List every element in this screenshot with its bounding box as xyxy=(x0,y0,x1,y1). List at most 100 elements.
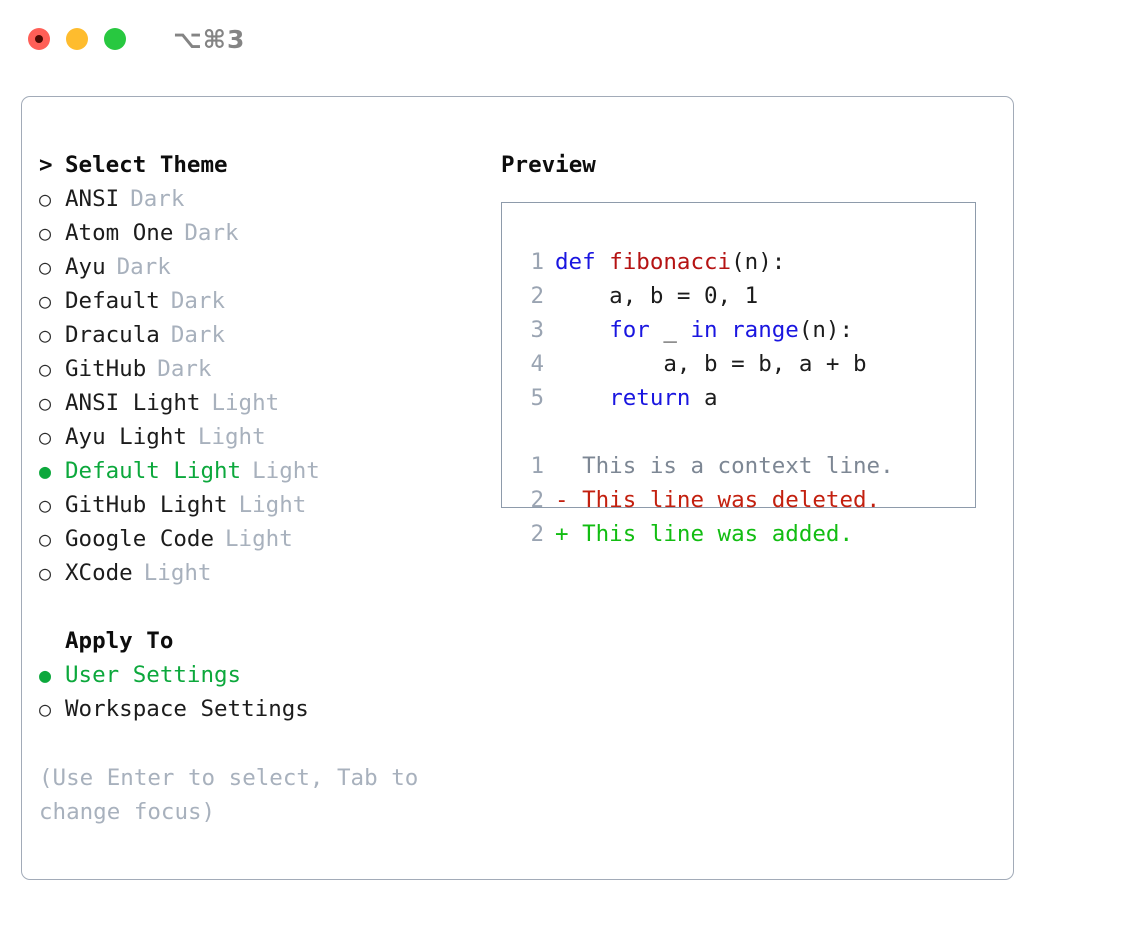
code-line-number: 2 xyxy=(530,283,544,309)
code-token-kw: range xyxy=(731,317,799,343)
diff-line-content: This line was deleted. xyxy=(568,487,881,513)
code-token-kw: in xyxy=(690,317,732,343)
code-token-plain: a, b = b, a + b xyxy=(555,351,867,377)
code-diff-gap xyxy=(514,415,969,449)
code-line-number: 5 xyxy=(530,385,544,411)
code-line: 4 a, b = b, a + b xyxy=(514,347,969,381)
theme-item-label: GitHub Light xyxy=(65,492,228,518)
theme-item-label: ANSI xyxy=(65,186,120,212)
close-button-icon[interactable] xyxy=(28,28,50,50)
radio-unselected-icon: ○ xyxy=(39,357,52,381)
apply-to-item[interactable]: ● User Settings xyxy=(39,658,489,692)
diff-line-text: This is a context line. xyxy=(555,449,894,483)
code-line-text: for _ in range(n): xyxy=(555,313,853,347)
code-line-number: 4 xyxy=(530,351,544,377)
keyboard-hint-text: (Use Enter to select, Tab to change focu… xyxy=(39,765,419,825)
theme-item-label: Ayu Light xyxy=(65,424,187,450)
theme-list-item[interactable]: ○ XCode Light xyxy=(39,556,489,590)
theme-item-variant-tag: Light xyxy=(225,526,293,552)
diff-marker xyxy=(555,453,569,479)
caret-icon: > xyxy=(39,152,53,178)
radio-unselected-icon: ○ xyxy=(39,561,52,585)
apply-to-item-label: Workspace Settings xyxy=(65,696,309,722)
code-line-text: a, b = b, a + b xyxy=(555,347,867,381)
radio-unselected-icon: ○ xyxy=(39,221,52,245)
diff-line-number: 2 xyxy=(530,521,544,547)
select-theme-header-label: Select Theme xyxy=(65,152,228,178)
radio-unselected-icon: ○ xyxy=(39,289,52,313)
code-line: 2 a, b = 0, 1 xyxy=(514,279,969,313)
code-token-kw: for xyxy=(609,317,664,343)
code-line-number: 1 xyxy=(530,249,544,275)
code-token-fn: fibonacci xyxy=(609,249,732,275)
code-token-kw: return xyxy=(609,385,705,411)
theme-item-label: XCode xyxy=(65,560,133,586)
theme-item-label: Dracula xyxy=(65,322,160,348)
preview-title: Preview xyxy=(501,152,596,178)
theme-item-label: Ayu xyxy=(65,254,106,280)
code-token-plain: (n): xyxy=(798,317,854,343)
minimize-button-icon[interactable] xyxy=(66,28,88,50)
code-line-text: return a xyxy=(555,381,717,415)
theme-list-item[interactable]: ○ Google Code Light xyxy=(39,522,489,556)
radio-unselected-icon: ○ xyxy=(39,255,52,279)
maximize-button-icon[interactable] xyxy=(104,28,126,50)
apply-to-header-label: Apply To xyxy=(65,628,174,654)
code-token-plain: _ xyxy=(663,317,691,343)
diff-line-content: This is a context line. xyxy=(568,453,894,479)
diff-line: 1 This is a context line. xyxy=(514,449,969,483)
code-token-plain: a, b = 0, 1 xyxy=(555,283,759,309)
list-spacer xyxy=(39,590,489,624)
theme-item-label: GitHub xyxy=(65,356,147,382)
theme-list-item[interactable]: ○ Dracula Dark xyxy=(39,318,489,352)
diff-line-number: 2 xyxy=(530,487,544,513)
code-line-number: 3 xyxy=(530,317,544,343)
code-line-text: a, b = 0, 1 xyxy=(555,279,758,313)
apply-to-item-label: User Settings xyxy=(65,662,242,688)
radio-unselected-icon: ○ xyxy=(39,493,52,517)
radio-selected-icon: ● xyxy=(39,459,52,483)
apply-to-header: Apply To xyxy=(39,624,489,658)
theme-item-variant-tag: Light xyxy=(143,560,212,586)
code-line: 5 return a xyxy=(514,381,969,415)
theme-item-label: Default xyxy=(65,288,160,314)
theme-item-variant-tag: Dark xyxy=(170,322,226,348)
radio-selected-icon: ● xyxy=(39,663,52,687)
diff-marker: + xyxy=(555,521,569,547)
window-title-shortcut: ⌥⌘3 xyxy=(173,24,246,54)
theme-item-variant-tag: Light xyxy=(197,424,266,450)
select-theme-header: > Select Theme xyxy=(39,148,489,182)
radio-unselected-icon: ○ xyxy=(39,391,52,415)
theme-item-label: Atom One xyxy=(65,220,174,246)
theme-item-label: ANSI Light xyxy=(65,390,201,416)
theme-list-item[interactable]: ○ Ayu Light Light xyxy=(39,420,489,454)
diff-line: 2- This line was deleted. xyxy=(514,483,969,517)
theme-item-variant-tag: Dark xyxy=(130,186,185,212)
radio-unselected-icon: ○ xyxy=(39,527,52,551)
diff-line-text: - This line was deleted. xyxy=(555,483,880,517)
radio-unselected-icon: ○ xyxy=(39,425,52,449)
code-token-plain: (n): xyxy=(731,249,786,275)
diff-marker: - xyxy=(555,487,569,513)
code-line-text: def fibonacci(n): xyxy=(555,245,785,279)
radio-unselected-icon: ○ xyxy=(39,323,52,347)
theme-item-variant-tag: Light xyxy=(252,458,320,484)
apply-to-item[interactable]: ○Workspace Settings xyxy=(39,692,489,726)
theme-item-label: Google Code xyxy=(65,526,215,552)
diff-line-number: 1 xyxy=(530,453,544,479)
title-bar: ⌥⌘3 xyxy=(0,0,1140,78)
